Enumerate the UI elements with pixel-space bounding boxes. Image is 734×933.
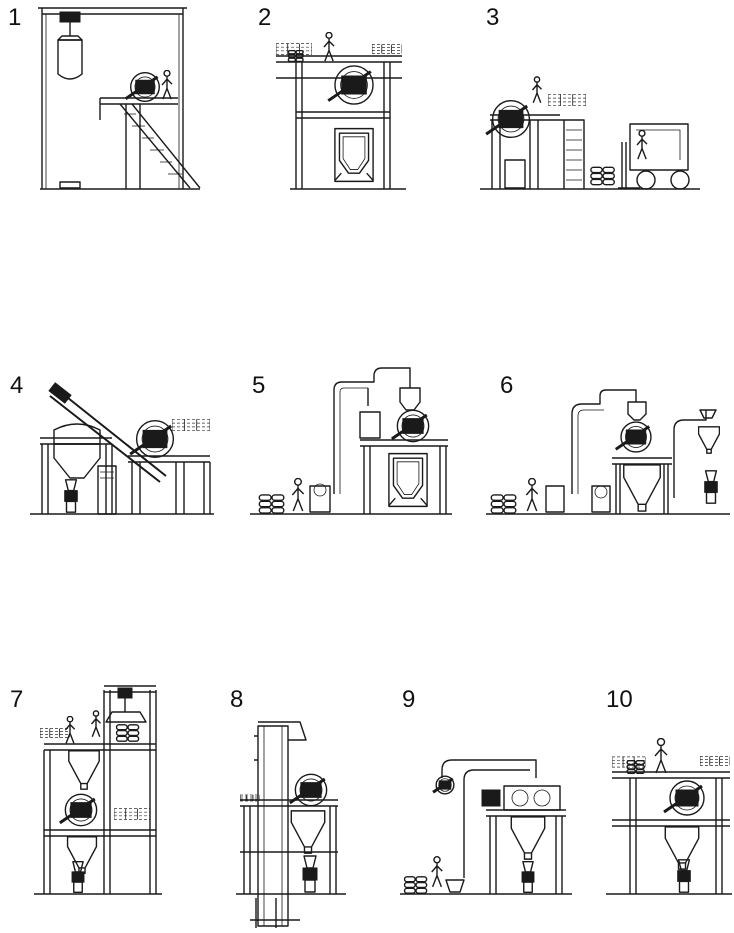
diagram-number: 6 <box>500 372 514 399</box>
diagram-number: 10 <box>606 686 633 713</box>
diagram-number: 5 <box>252 372 266 399</box>
diagram-number: 3 <box>486 4 500 31</box>
hoist-with-bag <box>58 12 82 188</box>
diagram-number: 2 <box>258 4 272 31</box>
diagram-number: 9 <box>402 686 416 713</box>
diagram-number: 1 <box>8 4 22 31</box>
diagram-number: 8 <box>230 686 244 713</box>
platform-stairs <box>100 70 200 189</box>
forklift <box>618 124 689 189</box>
gantry-frame <box>38 8 200 189</box>
diagram-number: 4 <box>10 372 24 399</box>
diagram-number: 7 <box>10 686 24 713</box>
